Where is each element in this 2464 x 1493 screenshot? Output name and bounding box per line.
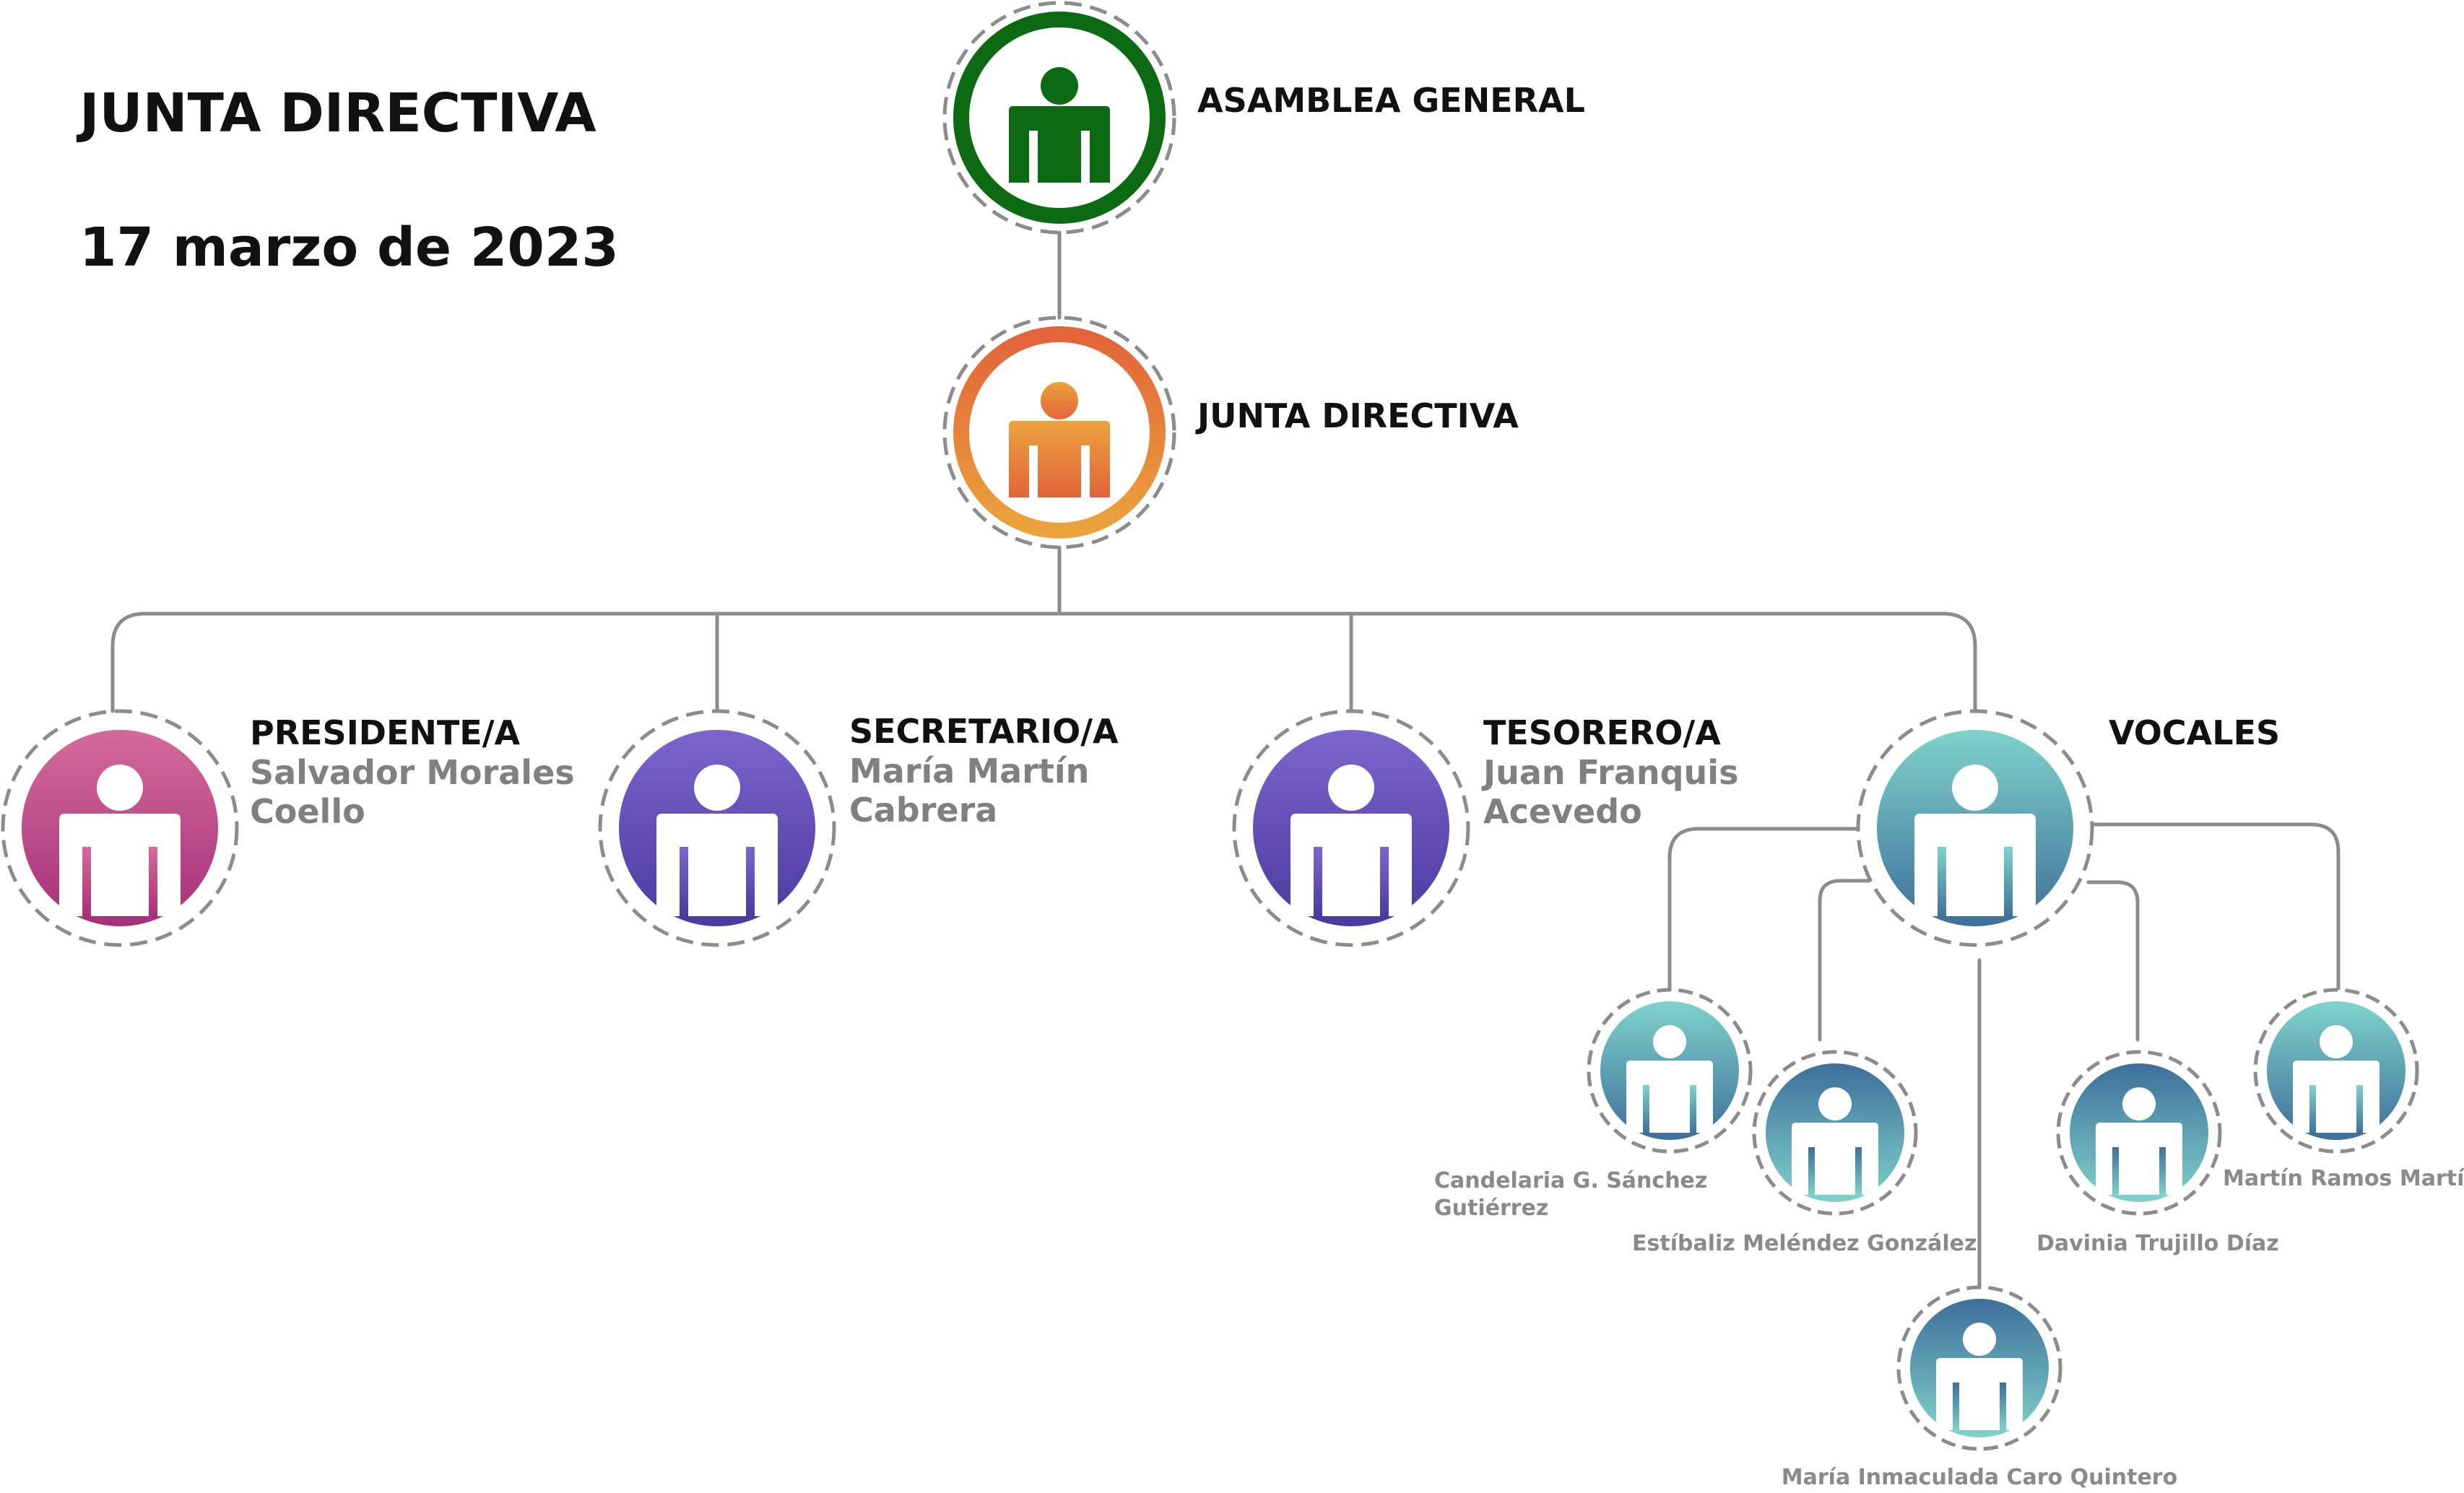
person-name: Juan Franquis (1481, 753, 1738, 792)
dashed-ring (942, 1, 1176, 235)
person-name: Coello (250, 792, 365, 831)
dashed-ring (1232, 709, 1470, 947)
vocal-member: Martín Ramos Martín (2223, 988, 2464, 1191)
vocal-member: María Inmaculada Caro Quintero (1782, 1285, 2177, 1490)
vocal-name: Gutiérrez (1434, 1196, 1548, 1221)
page-date: 17 marzo de 2023 (79, 217, 619, 279)
dashed-ring (942, 315, 1176, 549)
node-vocales: VOCALES (1856, 709, 2280, 947)
person-name: Salvador Morales (250, 753, 575, 792)
vocal-name: Candelaria G. Sánchez (1434, 1168, 1707, 1193)
connector-vocal-1 (1667, 827, 1860, 993)
role-label: VOCALES (2109, 713, 2280, 752)
node-tesorero: TESORERO/A Juan Franquis Acevedo (1232, 709, 1738, 947)
vocal-name: Davinia Trujillo Díaz (2036, 1231, 2279, 1256)
node-label: ASAMBLEA GENERAL (1197, 81, 1585, 120)
vocal-name: Martín Ramos Martín (2223, 1166, 2464, 1191)
connector-vocal-4 (2086, 880, 2140, 1042)
page-title: JUNTA DIRECTIVA (76, 82, 597, 144)
person-name: Cabrera (849, 791, 997, 830)
node-junta-directiva: JUNTA DIRECTIVA (942, 315, 1519, 549)
role-label: SECRETARIO/A (849, 712, 1119, 751)
vocal-member: Davinia Trujillo Díaz (2036, 1050, 2279, 1256)
connectors (110, 230, 2341, 1294)
vocal-member: Estíbaliz Meléndez González (1632, 1050, 1977, 1256)
node-label: JUNTA DIRECTIVA (1195, 396, 1519, 435)
node-presidente: PRESIDENTE/A Salvador Morales Coello (1, 709, 575, 947)
node-asamblea-general: ASAMBLEA GENERAL (942, 1, 1585, 235)
vocal-name: María Inmaculada Caro Quintero (1782, 1465, 2177, 1490)
role-label: TESORERO/A (1483, 713, 1721, 752)
vocal-name: Estíbaliz Meléndez González (1632, 1231, 1977, 1256)
connector-vocal-2 (1818, 879, 1871, 1042)
role-label: PRESIDENTE/A (250, 713, 521, 752)
node-secretario: SECRETARIO/A María Martín Cabrera (598, 709, 1119, 947)
connector-bus (110, 611, 1977, 713)
dashed-ring (598, 709, 836, 947)
person-name: María Martín (849, 752, 1089, 791)
dashed-ring (1, 709, 239, 947)
vocal-member: Candelaria G. Sánchez Gutiérrez (1434, 988, 1753, 1221)
person-name: Acevedo (1483, 792, 1642, 831)
connector-vocal-5 (2092, 822, 2341, 993)
